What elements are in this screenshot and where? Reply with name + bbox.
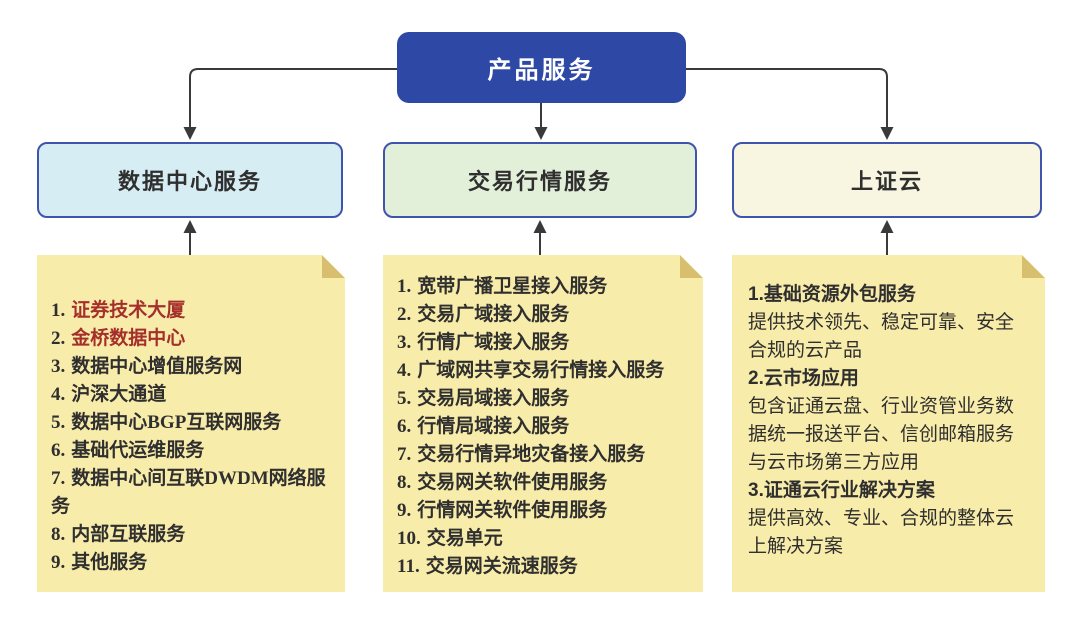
arrow-down-middle bbox=[534, 127, 548, 140]
item-number: 3. bbox=[51, 356, 66, 377]
item-text: 交易行情异地灾备接入服务 bbox=[417, 444, 646, 465]
list-item: 4.沪深大通道 bbox=[51, 381, 331, 409]
list-item: 3.行情广域接入服务 bbox=[397, 329, 689, 357]
note-data-center-services: 1.证券技术大厦 2.金桥数据中心 3.数据中心增值服务网 4.沪深大通道 5.… bbox=[37, 255, 345, 592]
item-text: 行情网关软件使用服务 bbox=[417, 500, 608, 521]
item-number: 5. bbox=[397, 388, 412, 409]
list-item: 2.交易广域接入服务 bbox=[397, 301, 689, 329]
list-item: 5.交易局域接入服务 bbox=[397, 385, 689, 413]
item-text: 数据中心间互联DWDM网络服务 bbox=[51, 468, 326, 517]
arrow-up-right bbox=[880, 220, 894, 233]
item-number: 8. bbox=[51, 524, 66, 545]
item-text: 交易网关软件使用服务 bbox=[417, 472, 608, 493]
connector-left bbox=[189, 68, 397, 127]
item-number: 4. bbox=[397, 360, 412, 381]
item-text: 基础代运维服务 bbox=[71, 440, 205, 461]
list-item: 10.交易单元 bbox=[397, 525, 689, 553]
arrow-up-middle bbox=[533, 220, 547, 233]
list-item: 6.基础代运维服务 bbox=[51, 437, 331, 465]
item-text: 宽带广播卫星接入服务 bbox=[417, 276, 608, 297]
item-number: 1. bbox=[51, 300, 66, 321]
root-node-label: 产品服务 bbox=[487, 58, 596, 84]
item-text: 数据中心BGP互联网服务 bbox=[71, 412, 282, 433]
branch-box-sse-cloud: 上证云 bbox=[732, 142, 1042, 218]
item-text: 数据中心增值服务网 bbox=[71, 356, 243, 377]
note-trading-market-services: 1.宽带广播卫星接入服务 2.交易广域接入服务 3.行情广域接入服务 4.广域网… bbox=[383, 255, 703, 592]
item-text: 交易广域接入服务 bbox=[417, 304, 570, 325]
item-text: 交易局域接入服务 bbox=[417, 388, 570, 409]
list-item: 11.交易网关流速服务 bbox=[397, 553, 689, 581]
item-number: 2. bbox=[397, 304, 412, 325]
item-number: 10. bbox=[397, 528, 421, 549]
list-item: 5.数据中心BGP互联网服务 bbox=[51, 409, 331, 437]
list-item: 6.行情局域接入服务 bbox=[397, 413, 689, 441]
list-item: 8.交易网关软件使用服务 bbox=[397, 469, 689, 497]
section-heading: 3.证通云行业解决方案 bbox=[748, 480, 935, 501]
item-number: 9. bbox=[397, 500, 412, 521]
item-number: 4. bbox=[51, 384, 66, 405]
item-number: 5. bbox=[51, 412, 66, 433]
item-number: 6. bbox=[51, 440, 66, 461]
root-node-product-services: 产品服务 bbox=[397, 32, 686, 103]
list-item: 9.其他服务 bbox=[51, 549, 331, 577]
section-body: 提供高效、专业、合规的整体云上解决方案 bbox=[748, 508, 1015, 557]
folded-corner-icon bbox=[322, 255, 345, 278]
list-item: 7.数据中心间互联DWDM网络服务 bbox=[51, 465, 331, 521]
item-number: 3. bbox=[397, 332, 412, 353]
branch-title-trading-market: 交易行情服务 bbox=[467, 169, 612, 194]
branch-title-sse-cloud: 上证云 bbox=[850, 169, 923, 194]
item-number: 7. bbox=[51, 468, 66, 489]
list-item: 3.数据中心增值服务网 bbox=[51, 353, 331, 381]
branch-box-data-center: 数据中心服务 bbox=[37, 142, 343, 218]
arrow-down-right bbox=[880, 127, 894, 140]
item-text: 行情广域接入服务 bbox=[417, 332, 570, 353]
item-number: 8. bbox=[397, 472, 412, 493]
branch-title-data-center: 数据中心服务 bbox=[117, 169, 262, 194]
item-number: 1. bbox=[397, 276, 412, 297]
item-text: 行情局域接入服务 bbox=[417, 416, 570, 437]
section-heading: 1.基础资源外包服务 bbox=[748, 284, 916, 305]
item-number: 7. bbox=[397, 444, 412, 465]
item-text: 内部互联服务 bbox=[71, 524, 186, 545]
folded-corner-icon bbox=[1022, 255, 1045, 278]
item-number: 2. bbox=[51, 328, 66, 349]
list-item: 9.行情网关软件使用服务 bbox=[397, 497, 689, 525]
item-text: 广域网共享交易行情接入服务 bbox=[417, 360, 665, 381]
section-body: 提供技术领先、稳定可靠、安全合规的云产品 bbox=[748, 312, 1015, 361]
item-text: 其他服务 bbox=[71, 552, 148, 573]
branch-box-trading-market: 交易行情服务 bbox=[383, 142, 697, 218]
list-item: 1.宽带广播卫星接入服务 bbox=[397, 273, 689, 301]
item-text: 金桥数据中心 bbox=[71, 328, 186, 349]
item-text: 交易单元 bbox=[426, 528, 503, 549]
item-number: 9. bbox=[51, 552, 66, 573]
item-text: 证券技术大厦 bbox=[71, 300, 186, 321]
arrow-up-left bbox=[183, 220, 197, 233]
section-heading: 2.云市场应用 bbox=[748, 368, 859, 389]
note-sse-cloud: 1.基础资源外包服务 提供技术领先、稳定可靠、安全合规的云产品 2.云市场应用 … bbox=[732, 255, 1045, 592]
item-number: 6. bbox=[397, 416, 412, 437]
arrow-down-left bbox=[183, 127, 197, 140]
item-text: 沪深大通道 bbox=[71, 384, 167, 405]
item-number: 11. bbox=[397, 556, 420, 577]
list-item: 2.金桥数据中心 bbox=[51, 325, 331, 353]
list-item: 7.交易行情异地灾备接入服务 bbox=[397, 441, 689, 469]
connector-right bbox=[686, 68, 888, 127]
section-body: 包含证通云盘、行业资管业务数据统一报送平台、信创邮箱服务与云市场第三方应用 bbox=[748, 396, 1015, 473]
item-text: 交易网关流速服务 bbox=[425, 556, 578, 577]
list-item: 4.广域网共享交易行情接入服务 bbox=[397, 357, 689, 385]
list-item: 1.证券技术大厦 bbox=[51, 297, 331, 325]
folded-corner-icon bbox=[680, 255, 703, 278]
list-item: 8.内部互联服务 bbox=[51, 521, 331, 549]
